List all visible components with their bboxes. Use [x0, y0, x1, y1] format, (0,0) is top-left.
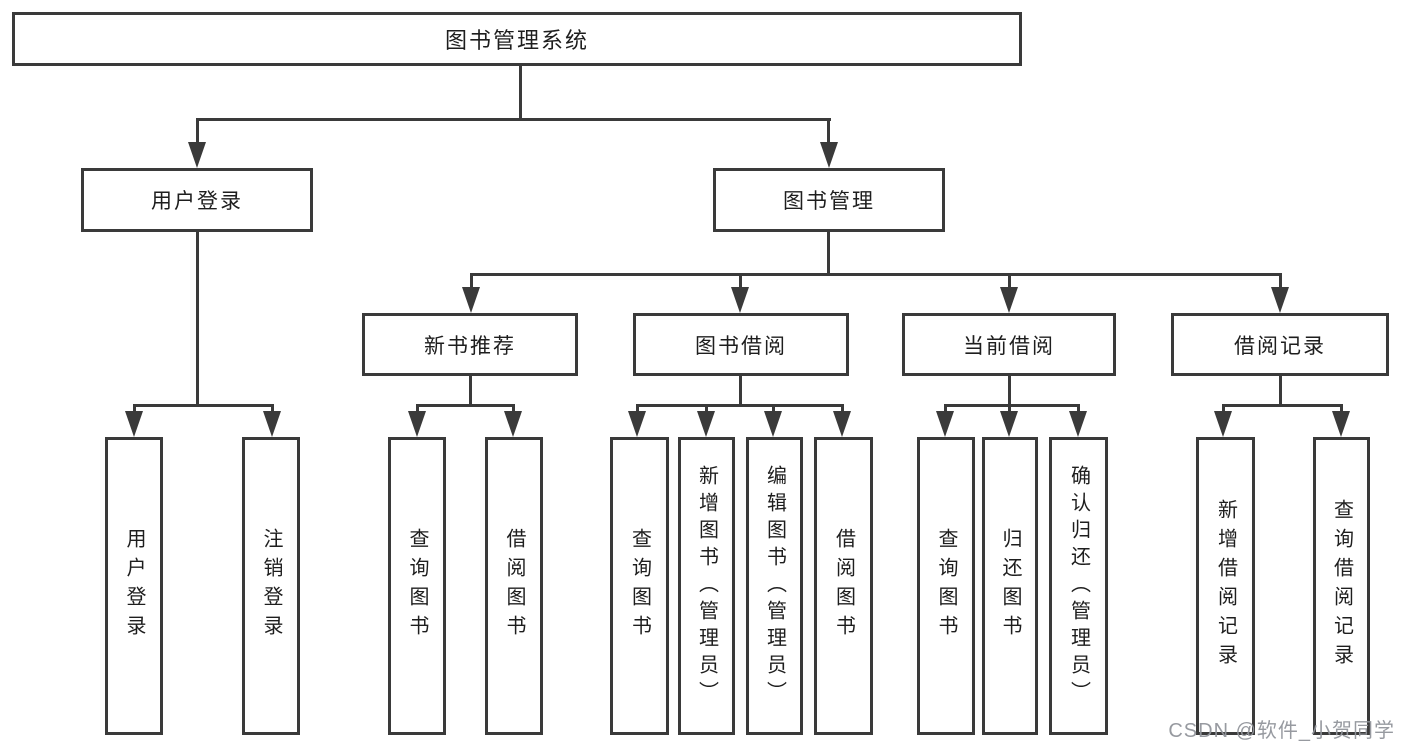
leaf-bb-borrow-books: 借阅图书	[814, 437, 873, 735]
node-user-login: 用户登录	[81, 168, 313, 232]
edge-book-mgmt-bar	[470, 273, 1282, 276]
node-root: 图书管理系统	[12, 12, 1022, 66]
edge-user-login-stem	[196, 232, 199, 407]
edge-root-stem	[519, 66, 522, 120]
edge-root-bar	[196, 118, 831, 121]
leaf-bb-edit-books-label: 编辑图书（管理员）	[763, 464, 786, 708]
node-root-label: 图书管理系统	[444, 28, 589, 53]
arrow-to-cb-confirm-icon	[1069, 411, 1087, 437]
arrow-to-book-borrow-icon	[731, 287, 749, 313]
leaf-nb-borrow-books-label: 借阅图书	[503, 528, 525, 644]
arrow-to-br-add-icon	[1214, 411, 1232, 437]
arrow-to-new-books-icon	[462, 287, 480, 313]
arrow-to-nb-borrow-icon	[504, 411, 522, 437]
leaf-bb-add-books-label: 新增图书（管理员）	[695, 464, 718, 708]
node-book-borrow: 图书借阅	[633, 313, 849, 376]
edge-arm-book-borrow	[739, 273, 742, 289]
leaf-logout-label: 注销登录	[260, 528, 282, 644]
arrow-to-borrow-records-icon	[1271, 287, 1289, 313]
leaf-br-add-record-label: 新增借阅记录	[1214, 499, 1237, 673]
leaf-bb-query-books-label: 查询图书	[628, 528, 651, 644]
edge-user-login-bar	[133, 404, 274, 407]
arrow-to-bb-borrow-icon	[833, 411, 851, 437]
edge-current-borrow-stem	[1008, 376, 1011, 407]
arrow-to-book-mgmt-icon	[820, 142, 838, 168]
arrow-to-bb-add-icon	[697, 411, 715, 437]
edge-arm-book-mgmt	[827, 118, 830, 146]
arrow-to-cb-return-icon	[1000, 411, 1018, 437]
edge-new-books-stem	[469, 376, 472, 407]
arrow-to-bb-query-icon	[628, 411, 646, 437]
arrow-to-user-login-icon	[188, 142, 206, 168]
leaf-cb-query-books: 查询图书	[917, 437, 975, 735]
node-current-borrow: 当前借阅	[902, 313, 1116, 376]
edge-book-mgmt-stem	[827, 232, 830, 276]
edge-arm-user-login	[196, 118, 199, 146]
leaf-cb-return-books: 归还图书	[982, 437, 1038, 735]
edge-current-borrow-bar	[944, 404, 1080, 407]
arrow-to-leaf-user-login-icon	[125, 411, 143, 437]
arrow-to-current-borrow-icon	[1000, 287, 1018, 313]
arrow-to-bb-edit-icon	[764, 411, 782, 437]
node-borrow-records: 借阅记录	[1171, 313, 1389, 376]
leaf-bb-borrow-books-label: 借阅图书	[832, 528, 855, 644]
node-user-login-label: 用户登录	[151, 190, 243, 213]
node-book-mgmt-label: 图书管理	[783, 190, 875, 213]
edge-book-borrow-bar	[636, 404, 844, 407]
leaf-cb-confirm-return: 确认归还（管理员）	[1049, 437, 1108, 735]
leaf-user-login: 用户登录	[105, 437, 163, 735]
leaf-br-add-record: 新增借阅记录	[1196, 437, 1255, 735]
leaf-bb-add-books: 新增图书（管理员）	[678, 437, 735, 735]
edge-arm-new-books	[470, 273, 473, 289]
leaf-cb-return-books-label: 归还图书	[999, 528, 1021, 644]
leaf-nb-query-books: 查询图书	[388, 437, 446, 735]
csdn-watermark: CSDN @软件_小贺同学	[1168, 720, 1395, 742]
leaf-nb-query-books-label: 查询图书	[406, 528, 428, 644]
node-book-borrow-label: 图书借阅	[695, 334, 787, 358]
leaf-br-query-record: 查询借阅记录	[1313, 437, 1370, 735]
edge-borrow-records-bar	[1222, 404, 1343, 407]
leaf-user-login-label: 用户登录	[123, 528, 145, 644]
leaf-nb-borrow-books: 借阅图书	[485, 437, 543, 735]
edge-book-borrow-stem	[739, 376, 742, 407]
node-new-books: 新书推荐	[362, 313, 578, 376]
leaf-br-query-record-label: 查询借阅记录	[1330, 499, 1353, 673]
edge-arm-current-borrow	[1008, 273, 1011, 289]
arrow-to-br-query-icon	[1332, 411, 1350, 437]
edge-arm-borrow-records	[1279, 273, 1282, 289]
arrow-to-leaf-logout-icon	[263, 411, 281, 437]
leaf-cb-query-books-label: 查询图书	[935, 528, 957, 644]
node-book-mgmt: 图书管理	[713, 168, 945, 232]
leaf-cb-confirm-return-label: 确认归还（管理员）	[1067, 464, 1090, 708]
node-new-books-label: 新书推荐	[424, 334, 516, 358]
arrow-to-cb-query-icon	[936, 411, 954, 437]
node-borrow-records-label: 借阅记录	[1234, 334, 1326, 358]
leaf-logout: 注销登录	[242, 437, 300, 735]
leaf-bb-edit-books: 编辑图书（管理员）	[746, 437, 803, 735]
arrow-to-nb-query-icon	[408, 411, 426, 437]
edge-borrow-records-stem	[1279, 376, 1282, 407]
node-current-borrow-label: 当前借阅	[963, 334, 1055, 358]
edge-new-books-bar	[416, 404, 515, 407]
leaf-bb-query-books: 查询图书	[610, 437, 669, 735]
